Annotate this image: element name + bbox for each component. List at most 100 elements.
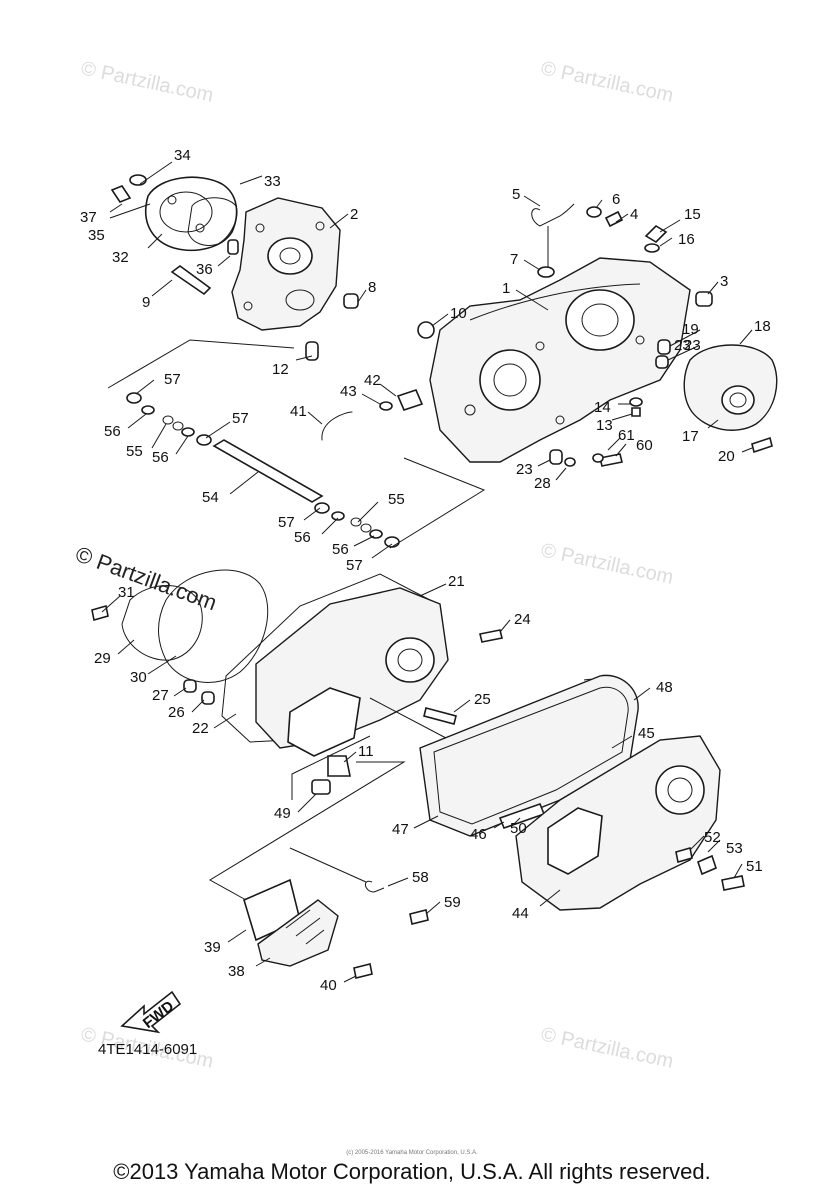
callout: 34 [174, 147, 191, 164]
clamp-58 [365, 880, 385, 893]
callout: 45 [638, 725, 655, 742]
callout: 23 [684, 337, 701, 354]
callout: 55 [388, 491, 405, 508]
callout: 28 [534, 475, 551, 492]
callout: 14 [594, 399, 611, 416]
callout: 6 [612, 191, 620, 208]
bracket-group [243, 878, 429, 979]
washer-61 [592, 453, 604, 463]
washer-56-a [141, 405, 155, 415]
washer-28 [564, 457, 576, 467]
callout: 9 [142, 294, 150, 311]
left-crankcase-group [110, 174, 359, 361]
bushing-27 [183, 679, 197, 693]
callout: 37 [80, 209, 97, 226]
oil-seal-10 [417, 321, 435, 339]
crankcase-right [429, 257, 691, 463]
callout: 58 [412, 869, 429, 886]
callout: 29 [94, 650, 111, 667]
callout: 52 [704, 829, 721, 846]
bracket-38 [257, 899, 339, 967]
callout: 60 [636, 437, 653, 454]
washer-34 [129, 174, 147, 186]
callout: 31 [118, 584, 135, 601]
bolt-31 [91, 604, 109, 622]
bolt-51 [721, 875, 745, 891]
callout: 19 [682, 321, 699, 338]
outer-cover-group [419, 674, 745, 911]
watermark-mid-right: © Partzilla.com [539, 539, 675, 589]
clip-6 [586, 206, 602, 218]
callout: 5 [512, 186, 520, 203]
callout: 15 [684, 206, 701, 223]
dowel-pin-12 [305, 341, 319, 361]
callout: 57 [232, 410, 249, 427]
callout: 38 [228, 963, 245, 980]
callout: 3 [720, 273, 728, 290]
callout: 39 [204, 939, 221, 956]
callout: 23 [674, 337, 691, 354]
copyright-notice: ©2013 Yamaha Motor Corporation, U.S.A. A… [113, 1159, 711, 1184]
right-crankcase-group [321, 203, 778, 467]
bolt-24 [479, 629, 503, 643]
callout: 55 [126, 443, 143, 460]
gasket-30 [158, 569, 269, 683]
callout: 57 [278, 514, 295, 531]
callout: 23 [516, 461, 533, 478]
washer-13 [629, 397, 643, 407]
diagram-code: 4TE1414-6091 [98, 1041, 197, 1058]
callout: 56 [152, 449, 169, 466]
bushing-26 [201, 691, 215, 705]
clamp-7 [537, 266, 555, 278]
clamp-43 [379, 401, 393, 411]
bolt-60 [599, 453, 623, 467]
dowel-pin-19 [657, 339, 671, 355]
bushing-53 [697, 854, 717, 876]
watermark-top-right: © Partzilla.com [539, 57, 675, 107]
fine-print: (c) 2005-2016 Yamaha Motor Corporation, … [346, 1150, 478, 1156]
breather-hose-5 [531, 203, 575, 227]
washer-56-c [331, 511, 345, 521]
bushing-8 [343, 293, 359, 309]
callout: 33 [264, 173, 281, 190]
watermark-top-left: © Partzilla.com [79, 57, 215, 107]
callout: 20 [718, 448, 735, 465]
air-duct-41 [321, 411, 353, 441]
cover-45 [419, 674, 639, 837]
callout: 56 [294, 529, 311, 546]
callout: 59 [444, 894, 461, 911]
callout: 24 [514, 611, 531, 628]
callout: 17 [682, 428, 699, 445]
callout: 50 [510, 820, 527, 837]
callout: 48 [656, 679, 673, 696]
washer-57-bottom [384, 536, 400, 548]
joint-42 [396, 389, 424, 411]
callout: 43 [340, 383, 357, 400]
callout: 57 [164, 371, 181, 388]
washer-57-upper [126, 392, 142, 404]
forward-arrow-icon: FWD [120, 990, 182, 1034]
callout: 30 [130, 669, 147, 686]
bolt-20 [751, 436, 773, 454]
callout: 46 [470, 826, 487, 843]
callout: 10 [450, 305, 467, 322]
callout: 11 [358, 743, 374, 760]
callout: 53 [726, 840, 743, 857]
callout: 42 [364, 372, 381, 389]
callout: 21 [448, 573, 465, 590]
bushing-3 [695, 291, 713, 307]
callout: 47 [392, 821, 409, 838]
bolt-59 [409, 909, 429, 925]
damper-49 [311, 779, 331, 795]
joint-4 [604, 210, 624, 228]
shaft-group [126, 392, 400, 548]
callout: 56 [104, 423, 121, 440]
callout: 13 [596, 417, 613, 434]
callout: 61 [618, 427, 635, 444]
callout: 27 [152, 687, 169, 704]
callout: 56 [332, 541, 349, 558]
callout: 40 [320, 977, 337, 994]
gasket-29 [121, 585, 203, 661]
washer-57-lower [314, 502, 330, 514]
callout: 2 [350, 206, 358, 223]
